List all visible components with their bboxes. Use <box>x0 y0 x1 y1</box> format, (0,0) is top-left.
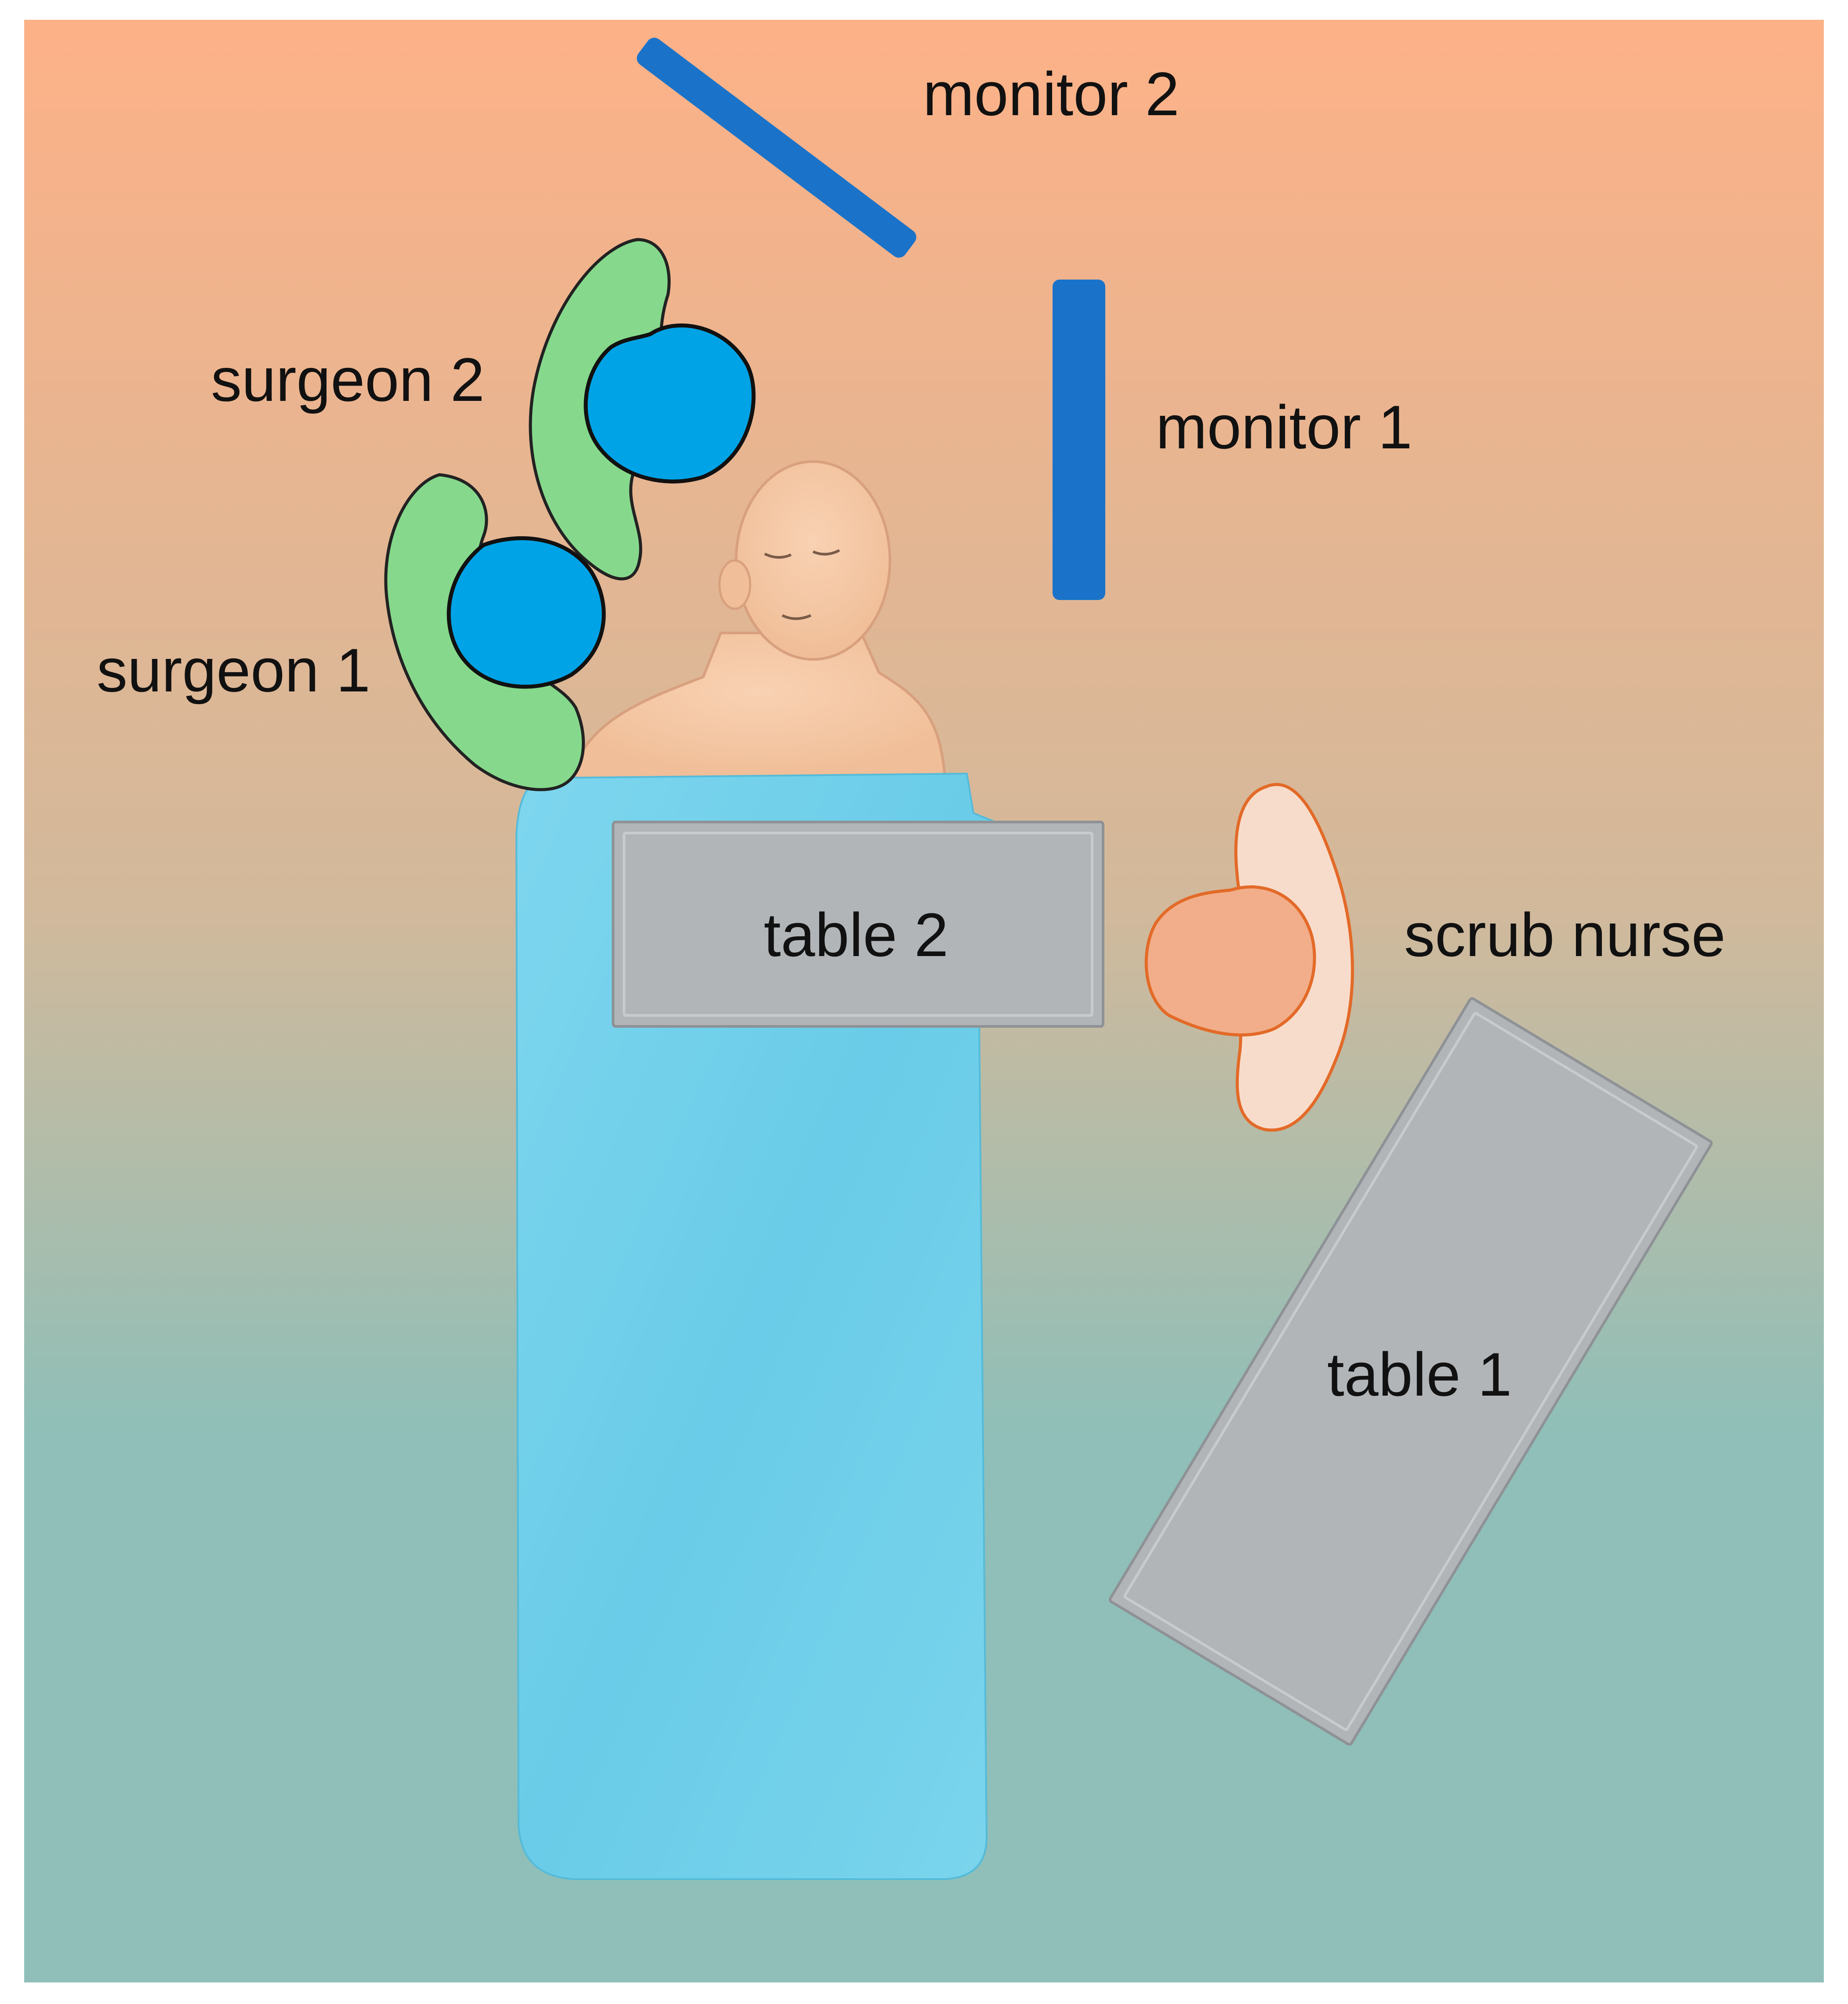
patient-shoulders <box>570 632 947 779</box>
table-1-label: table 1 <box>1327 1340 1512 1409</box>
patient <box>570 460 947 779</box>
monitor-2 <box>637 37 916 258</box>
patient-mouth <box>781 614 812 620</box>
table-2 <box>612 821 1104 1028</box>
table-2-label: table 2 <box>764 900 948 969</box>
patient-drape <box>515 772 997 1880</box>
surgeon-1 <box>384 473 606 791</box>
surgeon-2-head <box>584 324 756 484</box>
surgeon-1-label: surgeon 1 <box>97 636 370 705</box>
surgeon-2-label: surgeon 2 <box>211 345 485 414</box>
monitor-2-label: monitor 2 <box>923 59 1180 128</box>
table-1 <box>1108 997 1713 1746</box>
monitor-1-label: monitor 1 <box>1156 393 1412 462</box>
scrub-nurse-label: scrub nurse <box>1404 900 1725 969</box>
patient-eyes <box>764 549 840 559</box>
patient-ear <box>718 559 752 610</box>
table-2-inner-border <box>623 832 1093 1017</box>
monitor-1 <box>1053 280 1105 600</box>
scrub-nurse <box>1144 783 1354 1132</box>
surgeon-1-head <box>447 536 606 689</box>
scrub-nurse-head <box>1144 885 1316 1037</box>
patient-head <box>735 460 891 661</box>
surgeon-2 <box>529 238 756 581</box>
